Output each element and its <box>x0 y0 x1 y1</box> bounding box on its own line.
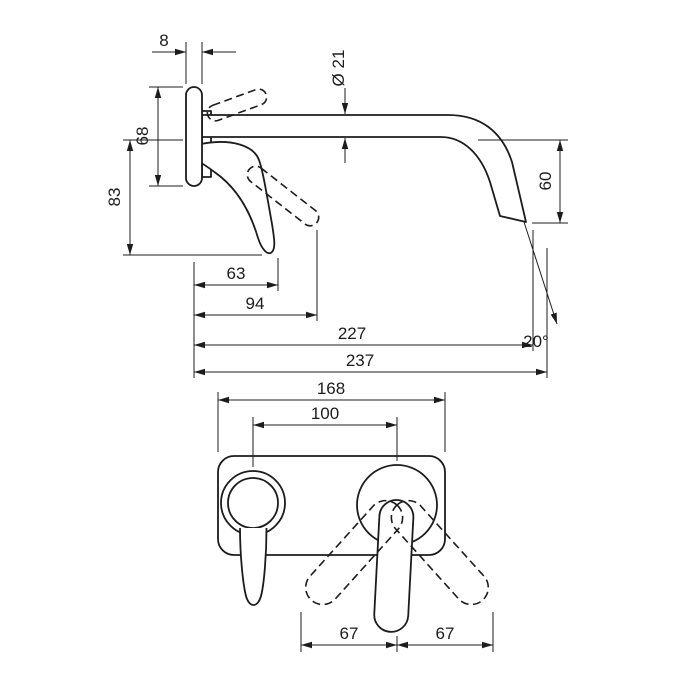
lever-front-right-position-dashed <box>390 499 490 606</box>
spout-escutcheon-outer <box>220 470 286 536</box>
front-view <box>217 455 490 633</box>
front-view-dimensions: 168 100 67 67 <box>217 379 494 652</box>
dim-spout-diameter-label: Ø 21 <box>329 50 348 87</box>
dim-lever-swing-right-label: 67 <box>436 624 455 643</box>
lever-front-solid <box>373 499 415 633</box>
side-view <box>185 86 558 325</box>
dim-overall-projection-label: 237 <box>346 351 374 370</box>
dim-handle-open-projection-label: 94 <box>246 294 265 313</box>
lever-side-solid <box>200 141 276 255</box>
dim-lever-swing-left-label: 67 <box>340 624 359 643</box>
dim-plate-width-label: 168 <box>317 379 345 398</box>
spout-front <box>239 527 268 606</box>
dim-handle-projection-label: 63 <box>227 264 246 283</box>
wall-plate-side <box>185 86 203 187</box>
side-view-dimensions: 8 68 83 Ø 21 60 63 94 227 <box>105 31 568 378</box>
dim-spout-projection-label: 227 <box>338 324 366 343</box>
dim-outlet-height-label: 60 <box>536 172 555 191</box>
dim-plate-height-label: 68 <box>133 127 152 146</box>
lever-side-open-position-dashed <box>246 165 320 227</box>
lever-side-up-position-dashed <box>206 88 268 122</box>
dim-outlet-angle-label: 20° <box>523 332 549 351</box>
dim-plate-depth-label: 8 <box>159 31 168 50</box>
dim-centers-distance-label: 100 <box>311 404 339 423</box>
spout-outline <box>201 114 527 223</box>
dim-overall-height-label: 83 <box>105 188 124 207</box>
outlet-angle-line <box>523 221 558 325</box>
